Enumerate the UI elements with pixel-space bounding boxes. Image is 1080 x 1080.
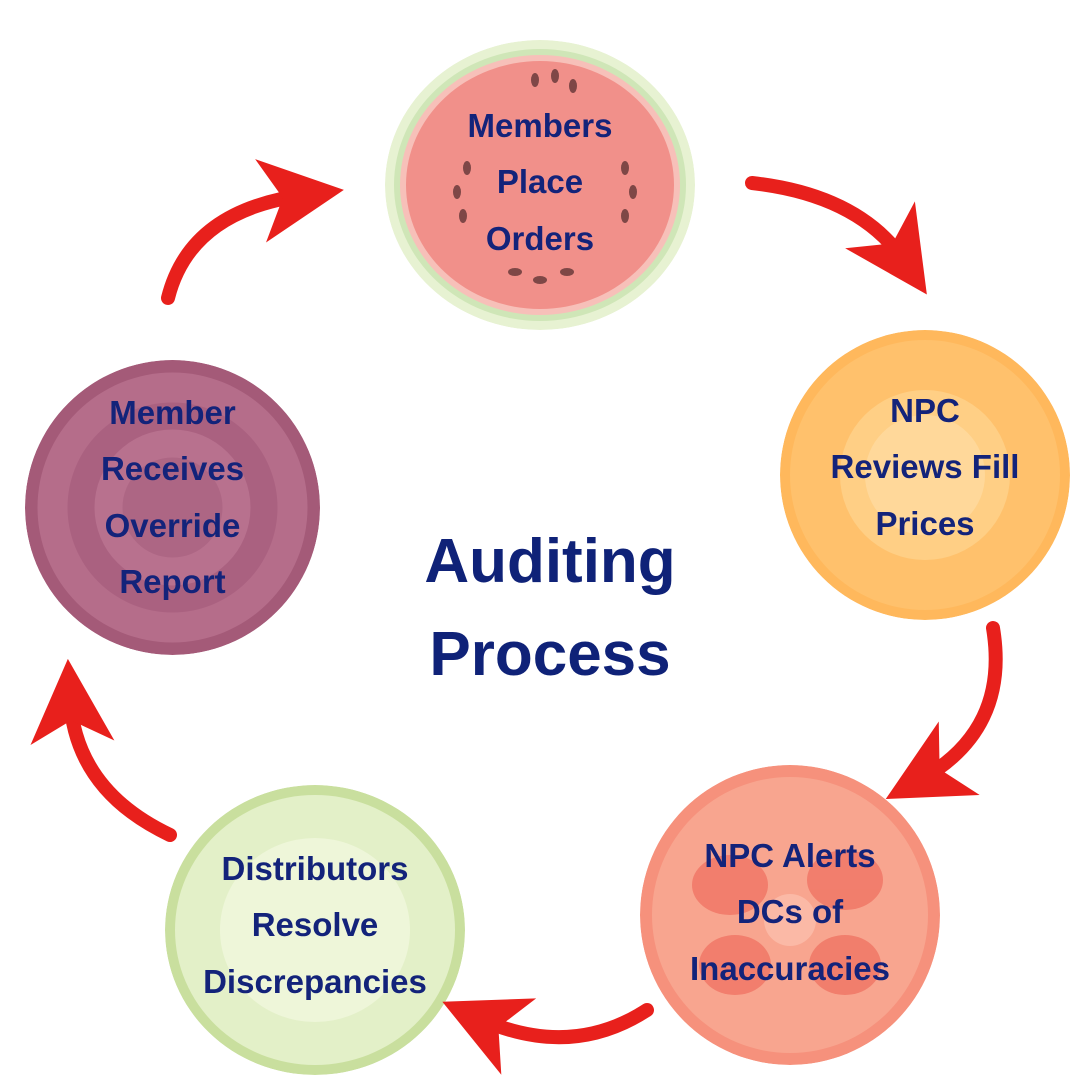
diagram-title: Auditing Process <box>340 515 760 701</box>
step-2-line-1: NPC <box>890 392 960 430</box>
step-2-label: NPC Reviews Fill Prices <box>780 380 1070 555</box>
beet-slice-icon <box>25 360 320 655</box>
step-2-line-2: Reviews Fill <box>830 448 1020 486</box>
arrow-step4-to-step5 <box>30 658 177 842</box>
carrot-slice-icon <box>780 330 1070 620</box>
watermelon-slice-icon <box>385 40 695 330</box>
step-3-line-3: Inaccuracies <box>690 949 890 987</box>
step-5-label: Member Receives Override Report <box>25 385 320 610</box>
step-npc-reviews-fill-prices-carrot <box>780 330 1070 620</box>
title-line-2: Process <box>429 620 671 689</box>
step-distributors-resolve-cucumber <box>165 785 465 1075</box>
step-4-line-2: Resolve <box>251 906 379 944</box>
step-5-line-3: Override <box>104 506 241 544</box>
step-1-line-3: Orders <box>485 219 595 257</box>
step-5-line-2: Receives <box>100 450 245 488</box>
step-5-line-4: Report <box>119 562 226 600</box>
step-members-place-orders-watermelon <box>385 40 695 330</box>
step-3-line-1: NPC Alerts <box>704 837 876 875</box>
step-3-line-2: DCs of <box>736 893 844 931</box>
step-member-receives-override-beet <box>25 360 320 655</box>
arrow-step2-to-step3 <box>885 621 1003 800</box>
step-4-line-1: Distributors <box>221 850 409 888</box>
title-line-1: Auditing <box>424 527 676 596</box>
step-4-line-3: Discrepancies <box>203 962 427 1000</box>
arrow-step1-to-step2 <box>745 176 927 295</box>
step-1-line-1: Members <box>467 107 613 145</box>
step-1-label: Members Place Orders <box>385 95 695 270</box>
arrow-step5-to-step1 <box>161 159 344 305</box>
arrow-step3-to-step4 <box>442 998 654 1075</box>
tomato-slice-icon <box>640 765 940 1065</box>
step-2-line-3: Prices <box>875 504 975 542</box>
step-3-label: NPC Alerts DCs of Inaccuracies <box>640 825 940 1000</box>
step-npc-alerts-dcs-tomato <box>640 765 940 1065</box>
step-4-label: Distributors Resolve Discrepancies <box>165 838 465 1013</box>
cucumber-slice-icon <box>165 785 465 1075</box>
step-1-line-2: Place <box>496 163 584 201</box>
step-5-line-1: Member <box>109 394 236 432</box>
